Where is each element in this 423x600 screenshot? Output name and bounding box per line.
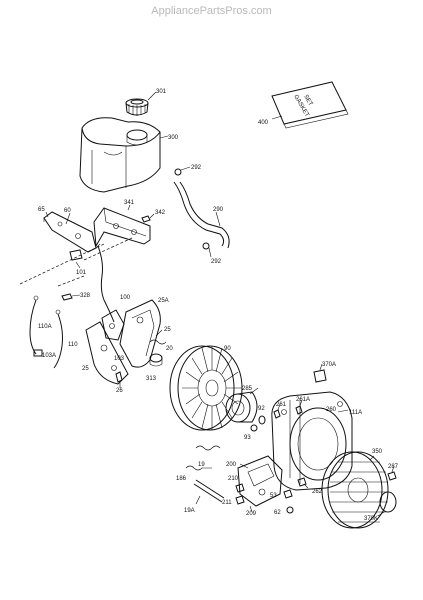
- fuel-line: [173, 181, 230, 249]
- callout-93: 93: [244, 435, 251, 441]
- control-lever-100: [101, 309, 125, 341]
- governor-link-19A: [193, 479, 225, 503]
- callout-200: 200: [226, 462, 237, 468]
- screw-26: [115, 371, 123, 388]
- gasket-set-label-2: SET: [302, 94, 313, 107]
- watermark: AppliancePartsPros.com: [151, 5, 272, 17]
- callout-20: 20: [166, 346, 173, 352]
- washer-92: [258, 415, 266, 425]
- callout-111A: 111A: [349, 410, 362, 416]
- callout-400: 400: [258, 120, 269, 126]
- flywheel: [169, 345, 243, 431]
- callout-110A: 110A: [38, 324, 52, 330]
- control-plate-25A: [119, 299, 161, 368]
- callout-261: 261: [276, 402, 287, 408]
- callout-65: 65: [38, 207, 45, 213]
- ground-wire-110: [53, 309, 63, 369]
- callout-186: 186: [176, 476, 187, 482]
- nut-93: [250, 424, 258, 432]
- screw-287: [387, 465, 397, 481]
- callout-350: 350: [372, 449, 383, 455]
- lever-plate-25: [85, 321, 129, 385]
- callout-25-lower: 25: [82, 366, 89, 372]
- bushing-313: [149, 353, 163, 367]
- callout-341: 341: [124, 200, 135, 206]
- callout-211: 211: [222, 500, 232, 506]
- callout-26: 26: [116, 388, 123, 394]
- washer-62: [286, 506, 294, 514]
- callout-101: 101: [76, 270, 87, 276]
- screw-53: [283, 489, 293, 499]
- spring-20: [149, 339, 167, 345]
- ignition-module: [237, 455, 283, 507]
- callout-209: 209: [246, 511, 257, 517]
- callout-300: 300: [168, 135, 179, 141]
- callout-103A: 103A: [42, 353, 56, 359]
- callout-370A: 370A: [322, 362, 336, 368]
- clamp-upper: [174, 166, 191, 176]
- clamp-lower: [202, 242, 212, 258]
- callout-19A: 19A: [184, 508, 195, 514]
- spring-186: [185, 465, 212, 471]
- callout-285: 285: [242, 386, 253, 392]
- clip-101: [69, 249, 83, 269]
- ground-wire-110A: [29, 295, 39, 355]
- callout-328: 328: [80, 293, 91, 299]
- callout-110: 110: [68, 342, 78, 348]
- callout-90: 90: [224, 346, 231, 352]
- spring-19: [195, 445, 221, 451]
- blower-housing: [271, 391, 353, 491]
- screw-211: [235, 495, 245, 505]
- callout-100: 100: [120, 295, 131, 301]
- tag-370A: [313, 363, 327, 383]
- fuel-tank: [79, 117, 161, 193]
- callout-261A: 261A: [296, 397, 310, 403]
- callout-262: 262: [312, 489, 323, 495]
- tank-bracket-left: [43, 211, 97, 253]
- callout-290: 290: [213, 207, 224, 213]
- callout-53: 53: [270, 493, 277, 499]
- screw-261: [273, 403, 281, 419]
- screw-210: [235, 483, 245, 493]
- screw-262: [297, 477, 309, 489]
- callout-301: 301: [156, 89, 167, 95]
- callout-287: 287: [388, 464, 399, 470]
- callout-25A: 25A: [158, 298, 169, 304]
- recoil-starter: [321, 451, 389, 529]
- screw-342: [141, 213, 155, 223]
- callout-19: 19: [198, 462, 205, 468]
- decal-370K: [377, 491, 397, 517]
- gasket-set-package: GASKET SET: [271, 81, 349, 129]
- bolt-328: [61, 293, 81, 301]
- fuel-cap: [125, 98, 149, 116]
- callout-92: 92: [258, 406, 265, 412]
- callout-313: 313: [146, 376, 157, 382]
- callout-60: 60: [64, 208, 71, 214]
- callout-292-lower: 292: [211, 259, 222, 265]
- callout-25-upper: 25: [164, 327, 171, 333]
- callout-103: 103: [114, 356, 125, 362]
- callout-260: 260: [326, 407, 337, 413]
- throttle-cable: [95, 243, 115, 323]
- callout-210: 210: [228, 476, 239, 482]
- starter-cup: [225, 391, 258, 423]
- callout-342: 342: [155, 210, 166, 216]
- callout-62: 62: [274, 510, 281, 516]
- callout-370K: 370K: [364, 516, 378, 522]
- tank-bracket-right: [93, 207, 151, 248]
- screw-261A: [295, 399, 303, 415]
- terminal-103A: [33, 349, 43, 357]
- callout-292-upper: 292: [191, 165, 202, 171]
